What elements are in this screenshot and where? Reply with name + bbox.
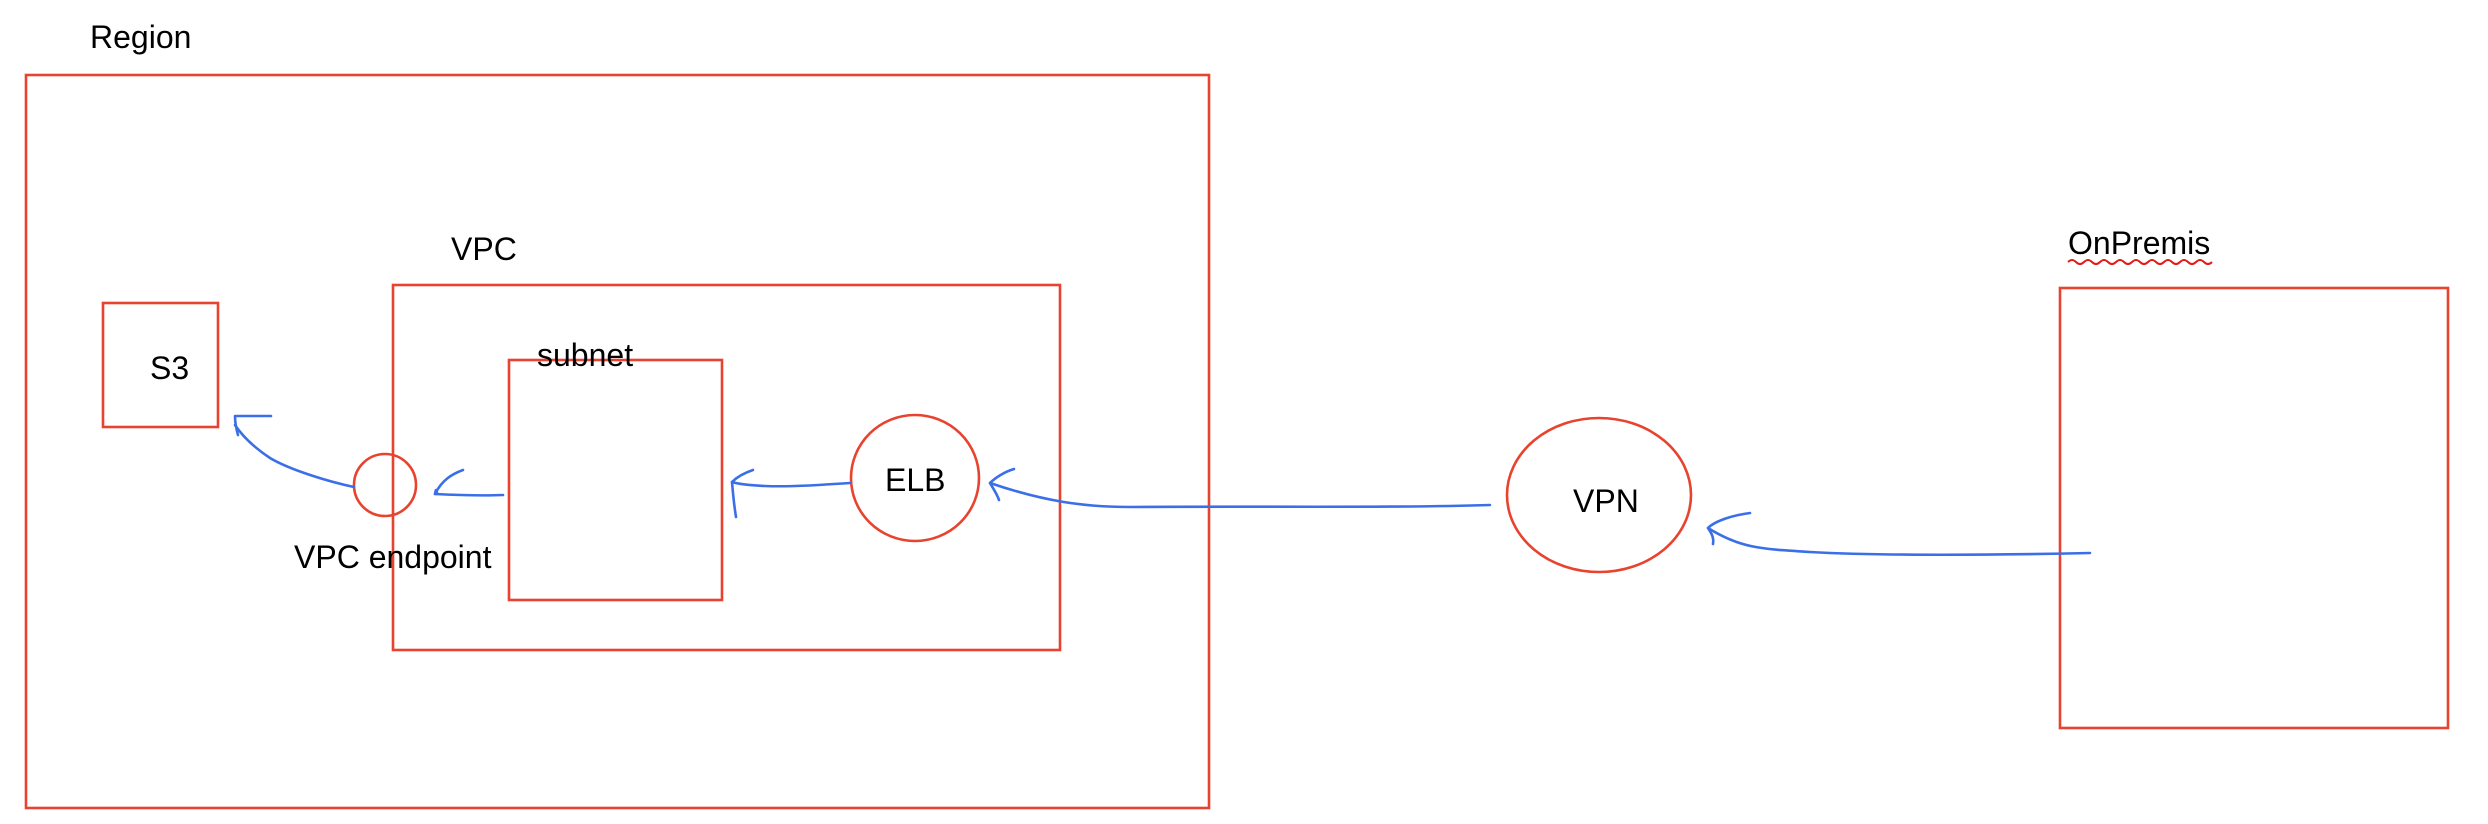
s3-label: S3 <box>150 350 189 386</box>
vpn-ellipse <box>1505 416 1693 574</box>
vpc-endpoint-circle <box>352 452 418 518</box>
arrow-subnet-to-endpoint <box>433 468 505 497</box>
onpremis-box <box>2058 286 2450 730</box>
s3-box <box>101 301 220 429</box>
arrow-vpn-to-elb <box>988 467 1492 509</box>
vpc-box <box>391 283 1062 652</box>
arrow-onpremis-to-vpn <box>1706 511 2092 557</box>
arrow-elb-to-subnet <box>730 468 852 519</box>
vpn-label: VPN <box>1573 483 1639 519</box>
onpremis-label: OnPremis <box>2068 225 2210 261</box>
vpc-endpoint-label: VPC endpoint <box>294 539 492 575</box>
elb-circle <box>849 413 981 543</box>
region-box <box>24 73 1211 810</box>
region-label: Region <box>90 19 191 55</box>
arrow-endpoint-to-s3 <box>233 414 356 489</box>
subnet-label: subnet <box>537 337 633 373</box>
vpc-label: VPC <box>451 231 517 267</box>
elb-label: ELB <box>885 462 945 498</box>
subnet-box <box>507 358 724 602</box>
spellcheck-underline <box>2067 259 2213 265</box>
